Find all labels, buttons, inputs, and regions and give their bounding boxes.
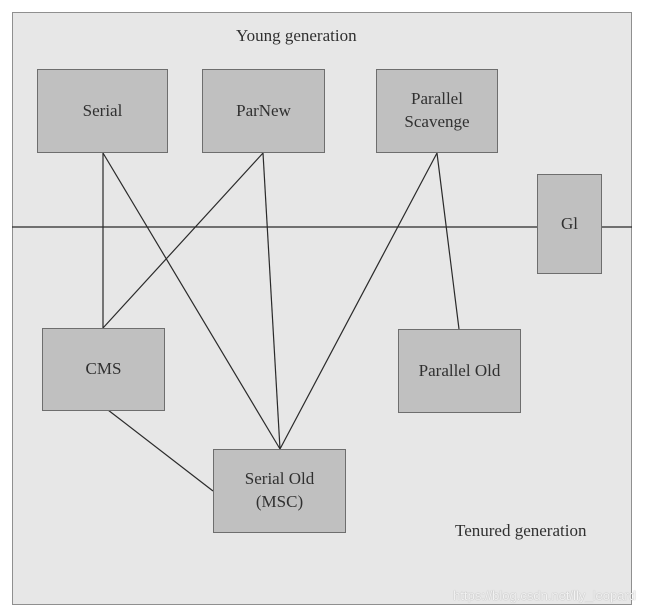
tenured-generation-label: Tenured generation — [455, 521, 587, 540]
link-parnew-cms — [102, 152, 264, 329]
watermark: https://blog.csdn.net/lly_leopard — [453, 588, 636, 603]
collector-parallel-old: Parallel Old — [398, 329, 521, 413]
collector-serial: Serial — [37, 69, 168, 153]
collector-parnew: ParNew — [202, 69, 325, 153]
link-parallelscavenge-serialold — [279, 152, 438, 450]
young-generation-label: Young generation — [236, 26, 357, 45]
link-parnew-serialold — [262, 152, 281, 450]
link-serial-serialold — [102, 152, 281, 450]
link-parallelscavenge-parallelold — [436, 152, 460, 330]
collector-g1: Gl — [537, 174, 602, 274]
collector-parallel-scavenge: Parallel Scavenge — [376, 69, 498, 153]
link-cms-serialold — [107, 409, 214, 492]
collector-serial-old: Serial Old (MSC) — [213, 449, 346, 533]
collector-cms: CMS — [42, 328, 165, 411]
